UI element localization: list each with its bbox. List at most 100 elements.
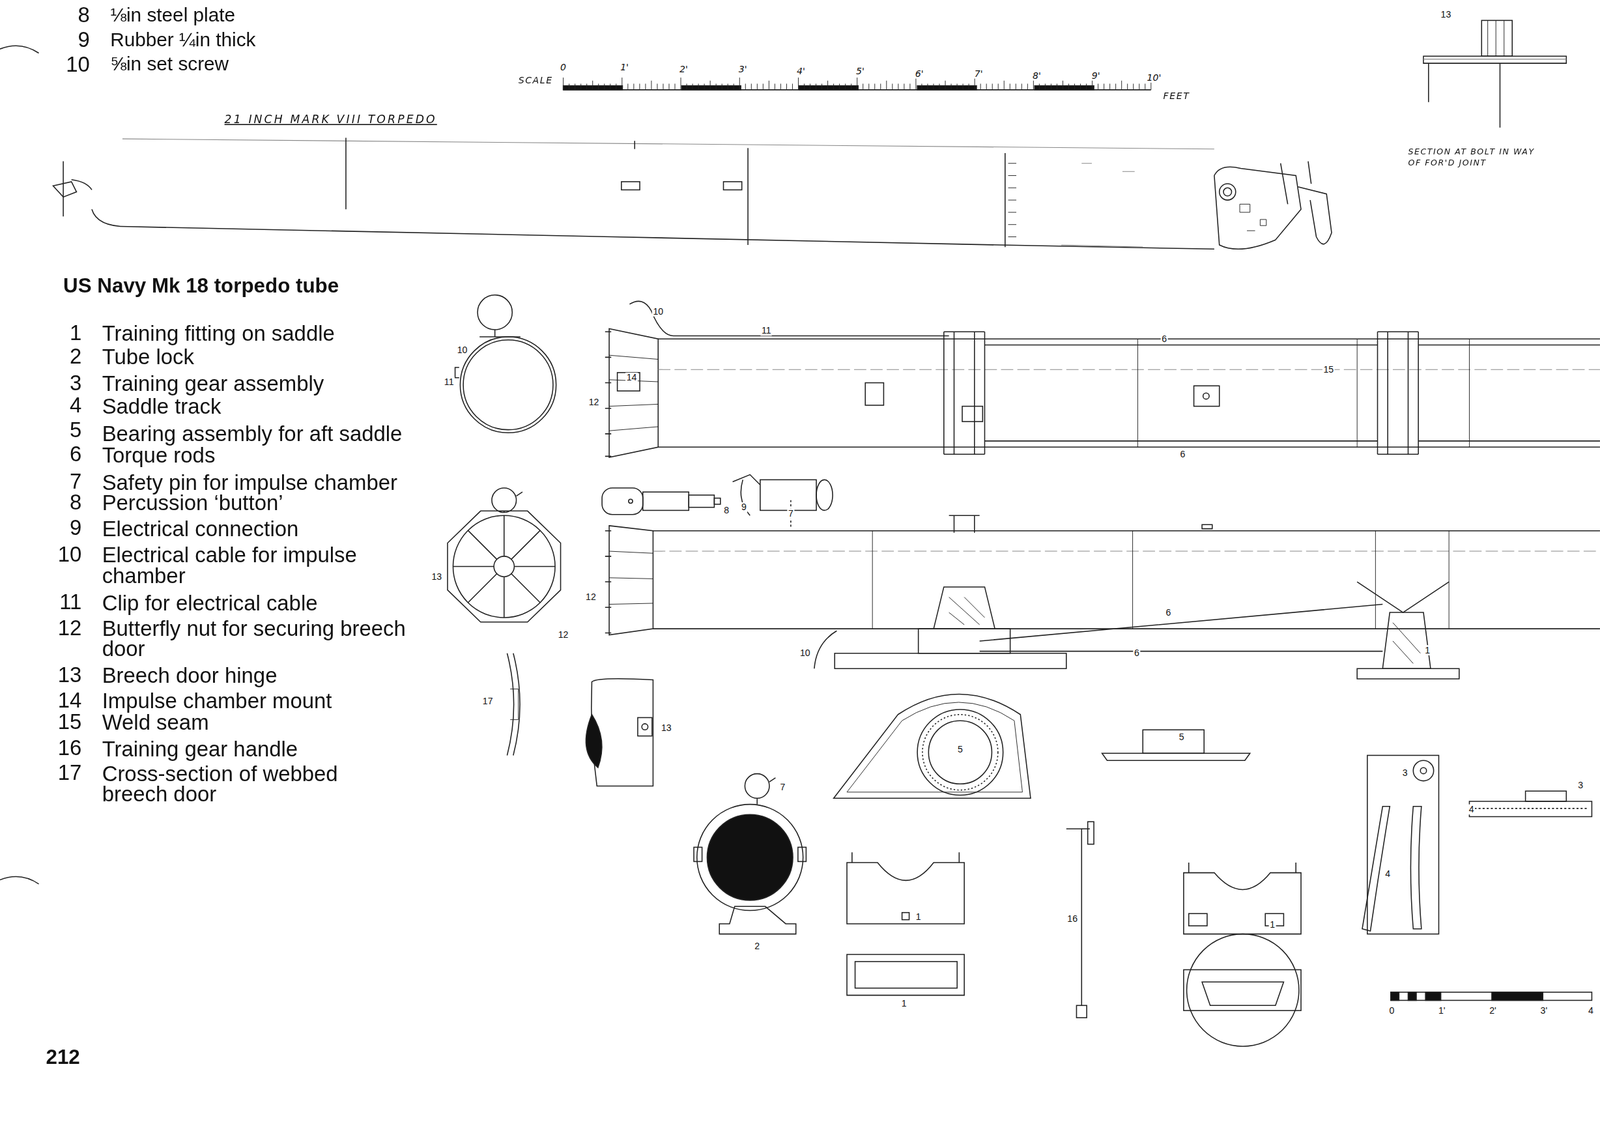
scale-bar-part (957, 83, 958, 90)
scale-bar-part (721, 83, 723, 90)
tube-top-view-part (1137, 338, 1470, 447)
scale-bar-part (868, 83, 870, 90)
training-gear-part (1525, 790, 1567, 802)
page-number: 212 (45, 1045, 80, 1070)
breech-door-wheel-part (447, 510, 561, 622)
callout-number: 17 (481, 696, 494, 707)
tube-side-view-part (918, 628, 1011, 654)
torpedo-drawing-part (345, 138, 347, 210)
scale-number: 5' (854, 66, 866, 77)
key-text: Cross-section of webbed breech door (102, 763, 368, 805)
key-text: Percussion ‘button’ (102, 493, 419, 514)
scale-bar-part (1127, 83, 1128, 90)
scale-bar-part (568, 83, 570, 90)
key-number: 10 (65, 54, 90, 75)
key-number: 8 (69, 491, 82, 513)
scale-bar-part (780, 83, 782, 90)
section-sketch (1423, 20, 1567, 128)
scale-bar-part (1144, 83, 1146, 90)
tube-top-view-part (865, 383, 884, 406)
torpedo-drawing-part (1219, 183, 1236, 200)
bearing-housing-part (833, 693, 1031, 799)
training-gear-part (1469, 801, 1592, 817)
key-number: 14 (57, 689, 83, 711)
callout-number: 7 (786, 508, 795, 519)
scale-bar-part (698, 83, 700, 90)
tube-side-view-part (652, 551, 1600, 552)
callout-number: 9 (740, 502, 748, 513)
training-handle-part (1087, 821, 1094, 844)
scale-bar-part (715, 83, 717, 90)
binding-hole-part (0, 876, 40, 885)
tube-lock-part (744, 773, 770, 799)
tube-top-view-part (1377, 331, 1419, 455)
bearing-plate-part (1142, 729, 1204, 754)
key-number: 12 (57, 617, 83, 638)
scale-bar-part (938, 83, 940, 90)
scale-bar-part (1132, 83, 1134, 90)
tube-side-view-part (605, 530, 612, 634)
scale-number: 2' (678, 64, 689, 75)
tube-top-view-part (617, 372, 640, 391)
tube-end-view (455, 295, 557, 434)
tube-side-view-part (872, 530, 1449, 629)
scale-number: 10' (1145, 72, 1163, 83)
scale-bar-part (874, 83, 875, 90)
tube-top-view-part (609, 355, 658, 431)
scale-number: 8' (1031, 70, 1042, 81)
scale-bar-part (909, 83, 911, 90)
saddle-part (1183, 872, 1301, 935)
key-text: Electrical connection (102, 518, 419, 539)
scale-bar-part (762, 83, 764, 90)
breech-door-wheel-part (452, 515, 556, 618)
tube-top-view-part (962, 406, 983, 423)
callout-number: 1 (900, 998, 908, 1009)
callout-number: 14 (625, 372, 638, 384)
scale-bar-part (809, 83, 811, 90)
breech-door-wheel-part (504, 491, 523, 513)
tube-top-view-part (629, 300, 949, 336)
scale-bar-part (668, 83, 670, 90)
scale-number: 4' (796, 66, 807, 77)
training-handle (1066, 821, 1094, 1018)
callout-number: 13 (430, 571, 443, 582)
scale-bar-part (862, 83, 864, 90)
callout-number: 7 (779, 781, 787, 793)
callout-number: 3 (1401, 767, 1409, 778)
scale-bar-part (986, 83, 987, 90)
impulse-chamber-part (732, 474, 761, 516)
tube-top-view-part (657, 338, 1600, 340)
callout-number: 5 (1177, 731, 1186, 743)
tube-top-view-part (1203, 392, 1210, 399)
bearing-housing-part (928, 720, 992, 784)
callout-number: 10 (798, 648, 812, 659)
tube-top-view-part (609, 328, 658, 458)
callout-number: 11 (442, 376, 455, 387)
key-number: 5 (69, 419, 82, 440)
impulse-chamber (601, 474, 833, 529)
key-number: 17 (57, 762, 83, 783)
tube-top-view-part (1194, 385, 1220, 406)
scale-bar-part (962, 83, 964, 90)
training-handle-part (1076, 1005, 1087, 1018)
tube-side-view-part (949, 515, 980, 533)
scale-bar (563, 77, 1152, 90)
drawing-title: US Navy Mk 18 torpedo tube (63, 274, 339, 298)
scale-bar-part (710, 80, 711, 90)
scale-bar-part (897, 83, 899, 90)
section-sketch-part (1423, 58, 1567, 60)
saddle-part (1188, 913, 1208, 926)
saddle-part (855, 961, 958, 989)
scale-bar-part (951, 83, 952, 90)
tube-side-view-part (1201, 524, 1213, 529)
scale-bar-part (798, 85, 858, 90)
key-text: ⅝in set screw (110, 52, 229, 75)
torpedo-drawing-part (723, 181, 743, 191)
callout-number: 1 (1269, 919, 1277, 931)
breech-door-wheel (447, 487, 561, 623)
callout-number: 13 (659, 722, 673, 733)
tube-side-view-part (1357, 581, 1449, 613)
scale-bar-part (633, 83, 634, 90)
tube-top-view-part (943, 331, 986, 455)
scale-bar-part (686, 83, 688, 90)
